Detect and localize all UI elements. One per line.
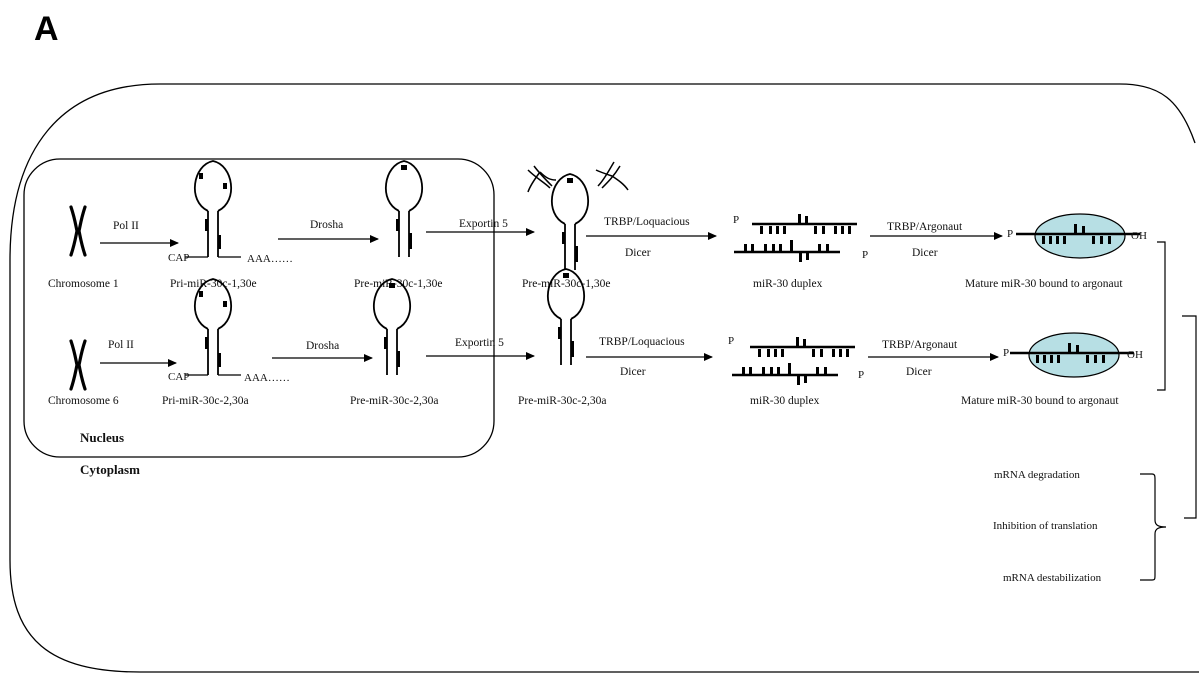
row1-mirna-duplex-icon: [732, 212, 859, 264]
row2-trbp-argonaut-label: TRBP/Argonaut: [882, 339, 958, 351]
row2-pre-cytoplasm-label: Pre-miR-30c-2,30a: [518, 395, 606, 407]
row1-cap-label: CAP: [168, 252, 189, 264]
row1-argonaut-complex-icon: [1014, 212, 1142, 260]
row1-pre-cytoplasm-label: Pre-miR-30c-1,30e: [522, 278, 610, 290]
row1-polii-label: Pol II: [113, 220, 139, 232]
row2-aaa-label: AAA……: [244, 372, 290, 384]
row1-chromosome-label: Chromosome 1: [48, 278, 119, 290]
row2-pre-nucleus-label: Pre-miR-30c-2,30a: [350, 395, 438, 407]
mature-mirna-bracket: [1157, 241, 1166, 391]
row2-dicer2-label: Dicer: [906, 366, 932, 378]
row2-cap-label: CAP: [168, 371, 189, 383]
row2-mature-oh: OH: [1127, 349, 1143, 361]
row2-pri-mirna-hairpin-icon: [184, 278, 242, 376]
row1-dicer1-label: Dicer: [625, 247, 651, 259]
chromosome-1-icon: [69, 205, 87, 257]
row1-duplex-p-top: P: [733, 214, 739, 226]
row1-aaa-label: AAA……: [247, 253, 293, 265]
row2-trbp-loquacious-label: TRBP/Loquacious: [599, 336, 685, 348]
row1-mature-oh: OH: [1131, 230, 1147, 242]
outcomes-bracket: [1140, 473, 1167, 581]
row1-pre-mirna-cytoplasm-icon: [550, 173, 590, 271]
row2-argonaut-complex-icon: [1008, 331, 1136, 379]
exportin-receptor-right-icon: [595, 161, 629, 191]
row1-trbp-loquacious-label: TRBP/Loquacious: [604, 216, 690, 228]
row1-drosha-label: Drosha: [310, 219, 343, 231]
outcome-inhibition-translation: Inhibition of translation: [993, 520, 1098, 532]
exportin-receptor-left-icon: [527, 165, 557, 193]
outcome-mrna-degradation: mRNA degradation: [994, 469, 1080, 481]
row2-pri-label: Pri-miR-30c-2,30a: [162, 395, 249, 407]
row1-trbp-argonaut-label: TRBP/Argonaut: [887, 221, 963, 233]
row2-chromosome-label: Chromosome 6: [48, 395, 119, 407]
nucleus-boundary: [23, 158, 495, 458]
outer-right-bracket: [1182, 315, 1197, 519]
row1-pre-mirna-nucleus-icon: [384, 160, 424, 258]
row1-dicer2-label: Dicer: [912, 247, 938, 259]
row1-mature-p: P: [1007, 228, 1013, 240]
nucleus-label: Nucleus: [80, 430, 124, 445]
row2-mature-label: Mature miR-30 bound to argonaut: [961, 395, 1119, 407]
row1-pre-nucleus-label: Pre-miR-30c-1,30e: [354, 278, 442, 290]
panel-letter: A: [34, 10, 59, 48]
row2-exportin-label: Exportin 5: [455, 337, 504, 349]
row1-duplex-label: miR-30 duplex: [753, 278, 823, 290]
row2-duplex-p-top: P: [728, 335, 734, 347]
row2-duplex-p-bottom: P: [858, 369, 864, 381]
row1-pri-label: Pri-miR-30c-1,30e: [170, 278, 257, 290]
row1-pri-mirna-hairpin-icon: [184, 160, 242, 258]
row2-duplex-label: miR-30 duplex: [750, 395, 820, 407]
row2-mature-p: P: [1003, 347, 1009, 359]
outcome-mrna-destabilization: mRNA destabilization: [1003, 572, 1102, 584]
row2-mirna-duplex-icon: [730, 335, 857, 387]
row2-dicer1-label: Dicer: [620, 366, 646, 378]
row2-polii-label: Pol II: [108, 339, 134, 351]
chromosome-6-icon: [69, 339, 87, 391]
row1-exportin-label: Exportin 5: [459, 218, 508, 230]
row2-pre-mirna-nucleus-icon: [372, 278, 412, 376]
row1-duplex-p-bottom: P: [862, 249, 868, 261]
row2-drosha-label: Drosha: [306, 340, 339, 352]
cell-boundary: [9, 83, 1199, 673]
cytoplasm-label: Cytoplasm: [80, 462, 140, 477]
row1-mature-label: Mature miR-30 bound to argonaut: [965, 278, 1123, 290]
